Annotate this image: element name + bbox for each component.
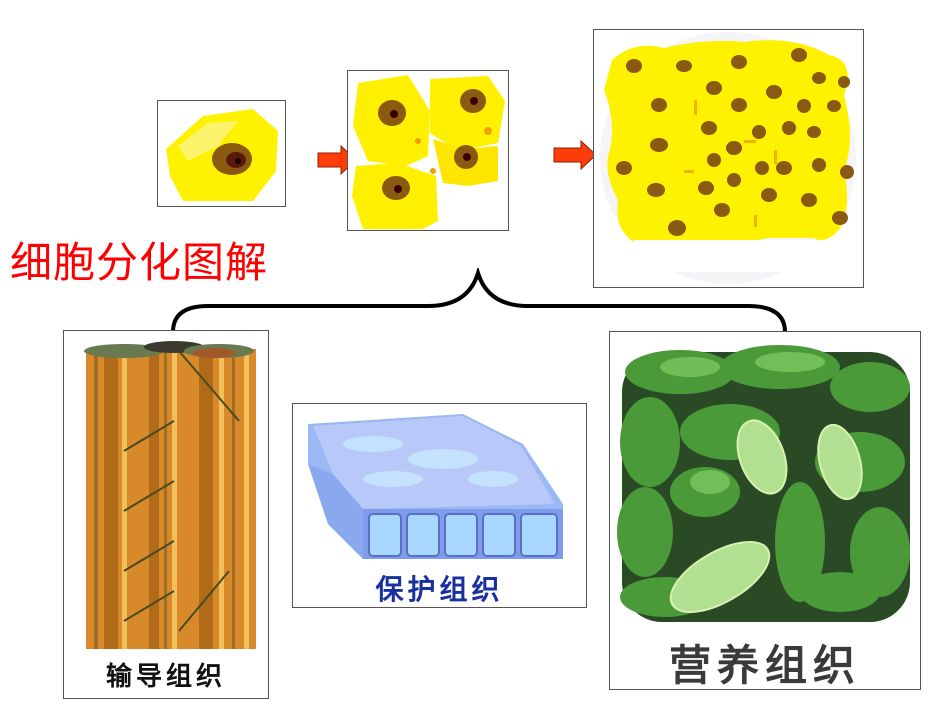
protective-tissue-label: 保护组织 <box>375 573 504 606</box>
diagram-title: 细胞分化图解 <box>10 238 269 287</box>
conducting-tissue-image: 输导组织 <box>63 330 269 699</box>
divided-cells-image <box>347 70 509 231</box>
nutrient-tissue-image: 营养组织 <box>609 331 921 690</box>
single-cell-image <box>157 100 286 207</box>
cell-mass-image <box>593 29 864 288</box>
protective-tissue-image: 保护组织 <box>292 403 587 608</box>
nutrient-tissue-label: 营养组织 <box>668 641 861 690</box>
brace-connector <box>168 268 790 334</box>
arrow-right-icon <box>553 140 597 170</box>
conducting-tissue-label: 输导组织 <box>105 662 226 692</box>
